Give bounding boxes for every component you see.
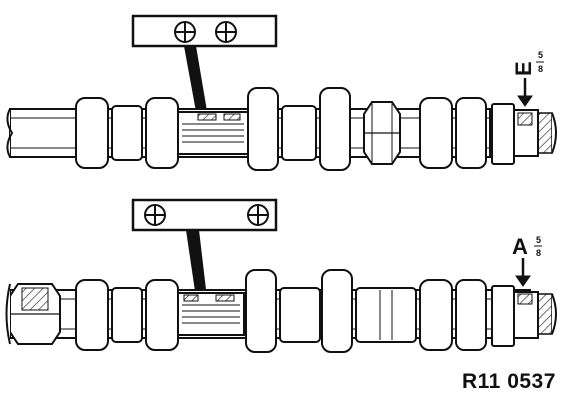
upper-tool-bolt-left — [174, 21, 196, 43]
upper-lobe — [455, 97, 487, 169]
lower-tool-bolt-right — [247, 204, 269, 226]
upper-journal — [281, 105, 317, 161]
lower-camshaft — [5, 198, 557, 353]
figure-reference-code: R11 0537 — [462, 370, 556, 393]
lower-lobe — [321, 269, 353, 353]
lower-mark-letter: A — [512, 234, 528, 259]
lower-tool-pointer — [185, 229, 208, 299]
lower-lobe — [75, 279, 109, 351]
upper-mark-fraction-bottom: 8 — [538, 64, 543, 74]
upper-positioning-tool — [131, 14, 278, 48]
upper-lobe — [319, 87, 351, 171]
lower-positioning-tool — [131, 198, 278, 232]
upper-collar — [491, 103, 515, 165]
upper-tool-bolt-right — [215, 21, 237, 43]
upper-camshaft — [6, 14, 557, 171]
lower-mark-arrow — [515, 258, 531, 287]
lower-lobe — [145, 279, 179, 351]
upper-lobe — [247, 87, 279, 171]
upper-tool-pointer — [183, 45, 209, 118]
upper-lobe — [419, 97, 453, 169]
lower-collar — [491, 285, 515, 347]
upper-journal — [111, 105, 143, 161]
lower-journal — [355, 287, 417, 343]
upper-lobe — [75, 97, 109, 169]
lower-lobe — [455, 279, 487, 351]
lower-mark-fraction-top: 5 — [536, 235, 541, 245]
upper-mark-fraction-top: 5 — [538, 50, 543, 60]
lower-journal — [111, 287, 143, 343]
upper-mark-letter: E — [511, 61, 536, 76]
upper-lobe — [145, 97, 179, 169]
lower-tool-bolt-left — [144, 204, 166, 226]
lower-journal — [279, 287, 321, 343]
upper-mark-arrow — [517, 78, 533, 107]
lower-lobe — [245, 269, 277, 353]
lower-lobe — [419, 279, 453, 351]
lower-mark-fraction-bottom: 8 — [536, 248, 541, 258]
